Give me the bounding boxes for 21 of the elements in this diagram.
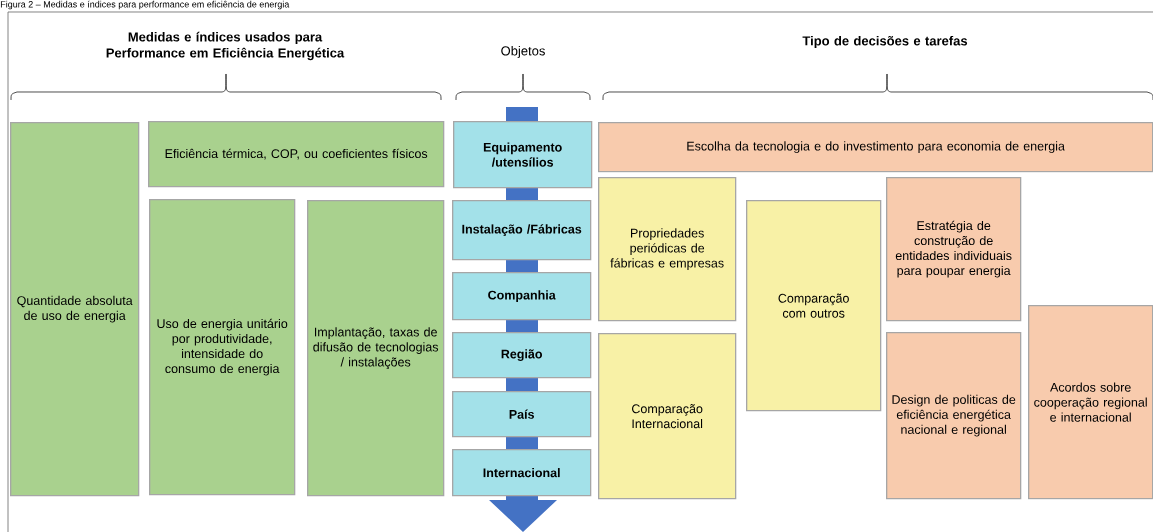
object-box: País <box>452 391 592 438</box>
object-box: Companhia <box>452 272 592 321</box>
task-box: Acordos sobre cooperação regional e internacional <box>1028 305 1153 500</box>
measure-box: Implantação, taxas de difusão de tecnologias / instalações <box>307 200 445 497</box>
heading: Tipo de decisões e tarefas <box>802 35 968 49</box>
object-box: Instalação /Fábricas <box>452 200 592 261</box>
object-box: Região <box>452 332 592 379</box>
task-box: Escolha da tecnologia e do investimento para economia de energia <box>598 122 1153 173</box>
object-box: Equipamento /utensílios <box>453 121 593 189</box>
task-box: Comparação com outros <box>746 200 882 412</box>
task-box: Design de politicas de eficiência energética nacional e regional <box>886 332 1022 500</box>
task-box: Propriedades periódicas de fábricas e empresas <box>598 177 737 322</box>
task-box: Estratégia de construção de entidades individuais para poupar energia <box>886 177 1022 322</box>
task-box: Comparação Internacional <box>598 333 737 500</box>
heading: Objetos <box>501 45 545 59</box>
measure-box: Quantidade absoluta de uso de energia <box>10 122 140 497</box>
measure-box: Uso de energia unitário por produtividade, intensidade do consumo de energia <box>149 199 296 496</box>
title: Figura 2 – Medidas e índices para performance em eficiência de energia <box>0 0 290 10</box>
heading: Medidas e índices usados para Performance em Eficiência Energética <box>106 31 345 61</box>
measure-box: Eficiência térmica, COP, ou coeficientes físicos <box>148 121 445 188</box>
object-box: Internacional <box>452 449 592 497</box>
